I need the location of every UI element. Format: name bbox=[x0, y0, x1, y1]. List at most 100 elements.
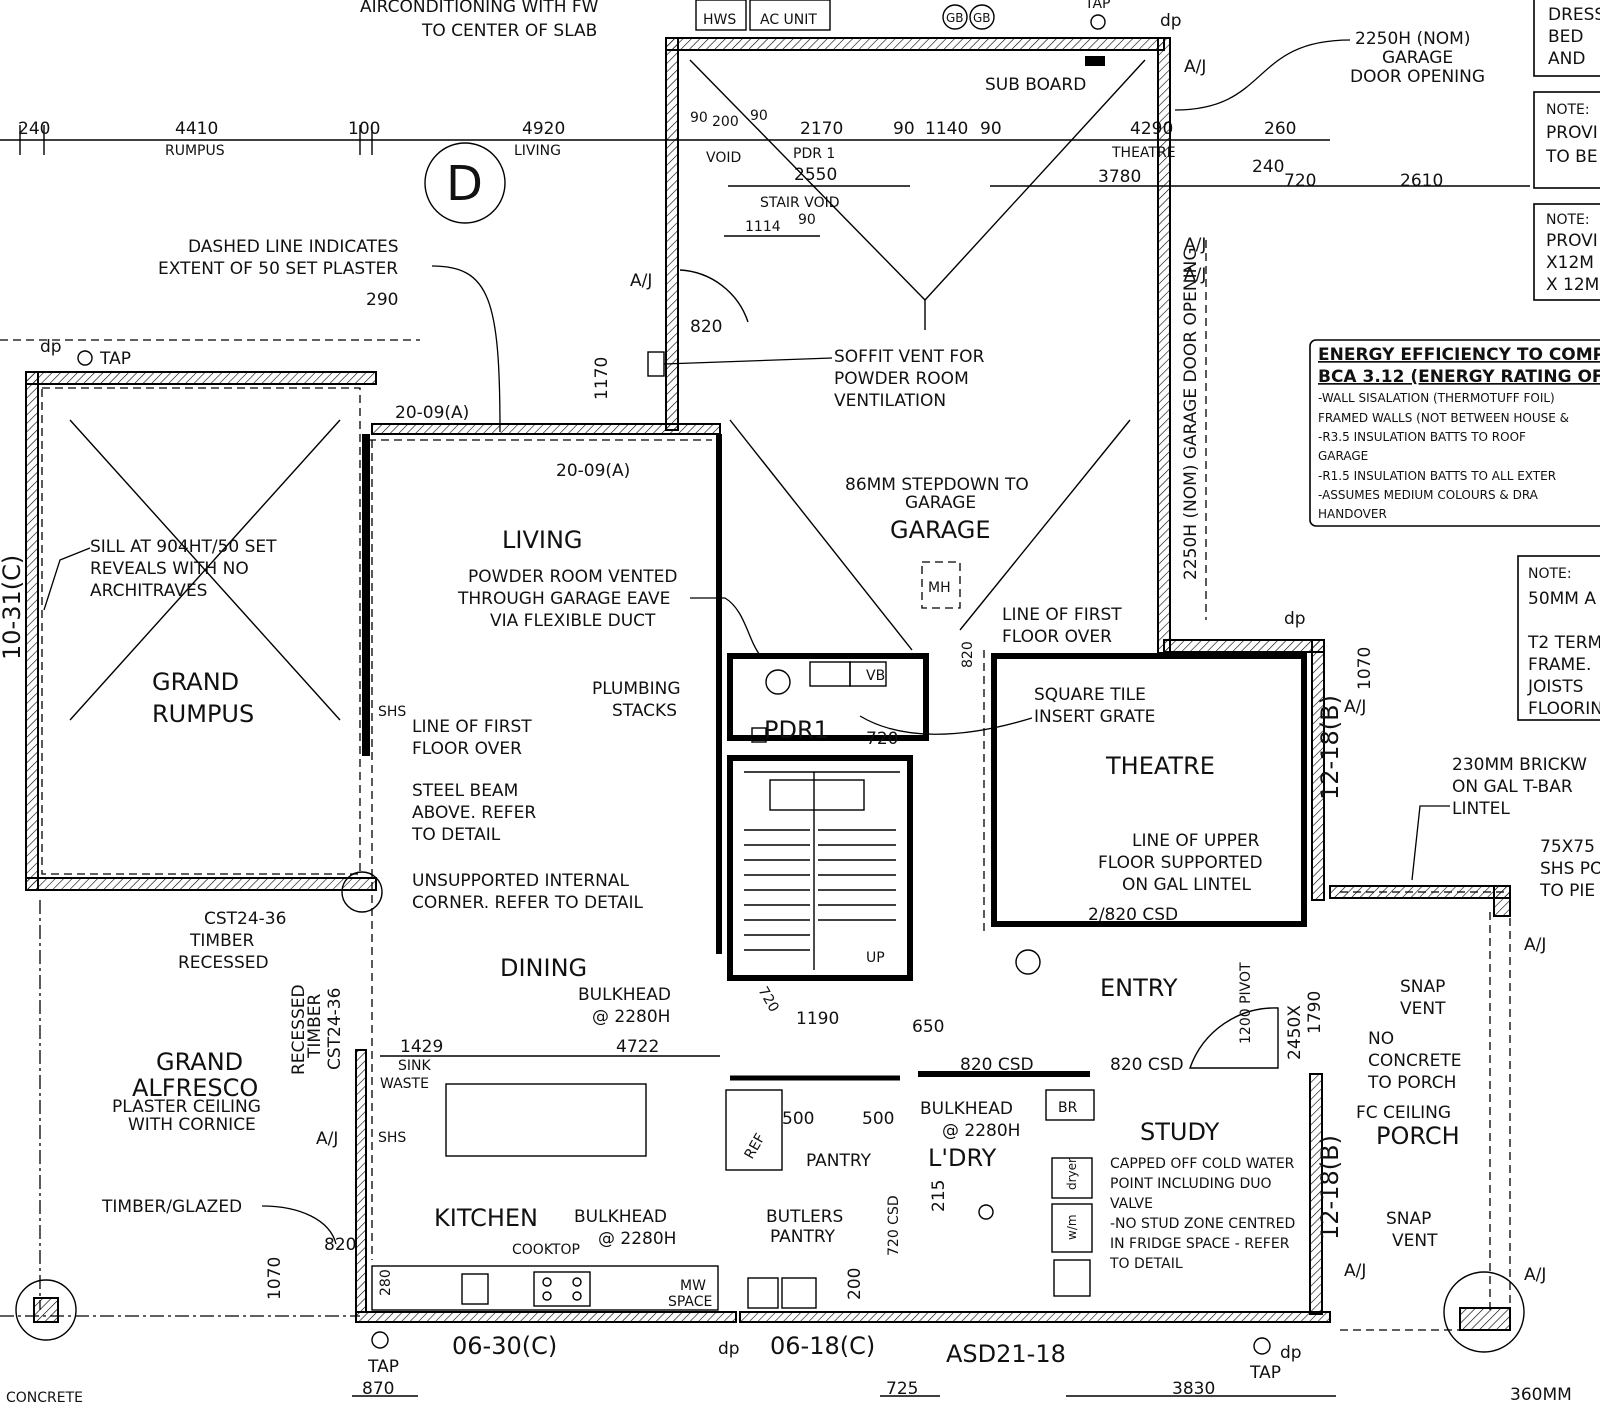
gas-bottle-label: GB bbox=[946, 11, 964, 25]
window-code-12-18b-2: 12-18(B) bbox=[1316, 1135, 1344, 1240]
aj-label: A/J bbox=[1524, 1265, 1546, 1285]
pivot-door-label: 1200 PIVOT bbox=[1238, 962, 1254, 1044]
timber-glazed-label: TIMBER/GLAZED bbox=[101, 1197, 242, 1217]
pdr1-label: PDR1 bbox=[764, 716, 829, 744]
alfresco-area: CST24-36 TIMBER RECESSED RECESSED TIMBER… bbox=[0, 900, 360, 1406]
dim-500-a: 500 bbox=[782, 1109, 814, 1129]
cooktop-icon bbox=[533, 1271, 591, 1307]
bulkhead-3-line1: BULKHEAD bbox=[920, 1099, 1013, 1119]
steel-beam-note-line2: ABOVE. REFER bbox=[412, 803, 536, 823]
dim-215: 215 bbox=[929, 1180, 949, 1212]
dim-4722: 4722 bbox=[616, 1037, 659, 1057]
snap-vent-2-line1: SNAP bbox=[1386, 1209, 1431, 1229]
mw-space-line1: MW bbox=[680, 1278, 706, 1294]
bulkhead-3-line2: @ 2280H bbox=[942, 1121, 1020, 1141]
shs-label-b: SHS bbox=[378, 1130, 406, 1146]
aj-label: A/J bbox=[1184, 235, 1206, 255]
note-box-1-line3: AND bbox=[1548, 49, 1585, 69]
cooktop-label: COOKTOP bbox=[512, 1242, 580, 1258]
study-note-line2: POINT INCLUDING DUO bbox=[1110, 1176, 1272, 1192]
note-box-3-line1: NOTE: bbox=[1546, 212, 1590, 228]
brickwork-note-line1: 230MM BRICKW bbox=[1452, 755, 1587, 775]
brickwork-note-line3: LINTEL bbox=[1452, 799, 1510, 819]
washer-label: w/m bbox=[1065, 1214, 1079, 1240]
dim-1170: 1170 bbox=[592, 357, 612, 400]
dim-4920: 4920 bbox=[522, 119, 565, 139]
no-concrete-line3: TO PORCH bbox=[1367, 1073, 1456, 1093]
dim-1140: 1140 bbox=[925, 119, 968, 139]
soffit-note-line3: VENTILATION bbox=[834, 391, 946, 411]
steel-beam-note-line3: TO DETAIL bbox=[411, 825, 501, 845]
tap-label: TAP bbox=[99, 349, 131, 369]
sill-note-line3: ARCHITRAVES bbox=[90, 581, 207, 601]
mw-space-line2: SPACE bbox=[668, 1294, 712, 1310]
note-box-4-line7: FLOORIN bbox=[1528, 699, 1600, 719]
hws-label: HWS bbox=[703, 12, 736, 28]
note-box-2 bbox=[1533, 91, 1600, 189]
bulkhead-2-line1: BULKHEAD bbox=[574, 1207, 667, 1227]
pantry-label: PANTRY bbox=[806, 1151, 872, 1171]
unsupported-note-line2: CORNER. REFER TO DETAIL bbox=[412, 893, 644, 913]
soffit-note: SOFFIT VENT FOR POWDER ROOM VENTILATION … bbox=[647, 269, 985, 411]
energy-title-1: ENERGY EFFICIENCY TO COMP bbox=[1318, 345, 1600, 365]
dim-200-b: 200 bbox=[845, 1268, 865, 1300]
tap-icon bbox=[77, 350, 93, 366]
brickwork-note-line2: ON GAL T-BAR bbox=[1452, 777, 1573, 797]
snap-vent-2-line2: VENT bbox=[1392, 1231, 1438, 1251]
hws-box bbox=[695, 0, 747, 31]
fridge-space bbox=[725, 1089, 783, 1171]
study-note-line5: IN FRIDGE SPACE - REFER bbox=[1110, 1236, 1290, 1252]
dim-260: 260 bbox=[1264, 119, 1296, 139]
door-820-a: 820 bbox=[690, 317, 722, 337]
recessed-vertical-line2: TIMBER bbox=[305, 994, 325, 1059]
dryer-label: dryer bbox=[1065, 1158, 1079, 1190]
dim-280: 280 bbox=[378, 1269, 394, 1296]
concrete-label: CONCRETE bbox=[6, 1390, 83, 1406]
aircon-note-line2: TO CENTER OF SLAB bbox=[421, 21, 597, 41]
living-label: LIVING bbox=[502, 526, 583, 554]
living-area: 20-09(A) 20-09(A) LIVING POWDER ROOM VEN… bbox=[341, 403, 761, 1323]
theatre-label: THEATRE bbox=[1105, 752, 1215, 780]
butlers-sink-icon bbox=[747, 1277, 779, 1309]
snap-vent-1-line2: VENT bbox=[1400, 999, 1446, 1019]
top-strip: AIRCONDITIONING WITH FW TO CENTER OF SLA… bbox=[360, 0, 1182, 41]
garage-door-note: 2250H (NOM) GARAGE DOOR OPENING bbox=[1174, 29, 1485, 111]
recessed-vertical-line3: CST24-36 bbox=[325, 988, 345, 1070]
porch-area: SNAP VENT NO CONCRETE TO PORCH FC CEILIN… bbox=[1329, 755, 1600, 1405]
dim-100: 100 bbox=[348, 119, 380, 139]
grand-rumpus-label-line2: RUMPUS bbox=[152, 700, 254, 728]
tap-label-bottom: TAP bbox=[367, 1357, 399, 1377]
corner-detail-marker bbox=[341, 871, 383, 913]
floor-waste-icon bbox=[978, 1204, 994, 1220]
dim-90-e: 90 bbox=[798, 212, 816, 228]
stair-and-pdr: VB PDR1 720 UP 720 bbox=[727, 641, 976, 1037]
aj-label: A/J bbox=[1344, 697, 1366, 717]
butlers-sink-icon-2 bbox=[781, 1277, 817, 1309]
sub-board-icon bbox=[1085, 56, 1105, 66]
dining-label: DINING bbox=[500, 954, 587, 982]
aj-label: A/J bbox=[1184, 57, 1206, 77]
entry-pivot-door bbox=[1189, 1007, 1279, 1069]
line-first-floor-1-line2: FLOOR OVER bbox=[1002, 627, 1112, 647]
entry-label: ENTRY bbox=[1100, 974, 1178, 1002]
theatre-entry: THEATRE SQUARE TILE INSERT GRATE LINE OF… bbox=[730, 605, 1375, 1081]
line-first-floor-note-line1: LINE OF FIRST bbox=[412, 717, 532, 737]
gas-bottle-icon bbox=[942, 4, 968, 30]
garage-door-note-line3: DOOR OPENING bbox=[1350, 67, 1485, 87]
stair-up-label: UP bbox=[866, 950, 885, 966]
note-box-1 bbox=[1533, 0, 1600, 77]
door-720-b: 720 bbox=[755, 984, 782, 1015]
powder-vent-note-line1: POWDER ROOM VENTED bbox=[468, 567, 677, 587]
line-first-floor-note-line2: FLOOR OVER bbox=[412, 739, 522, 759]
porch-label: PORCH bbox=[1376, 1122, 1460, 1150]
dim-500-b: 500 bbox=[862, 1109, 894, 1129]
downpipe-label-theatre: dp bbox=[1284, 609, 1306, 629]
garage-door-vertical-note: 2250H (NOM) GARAGE DOOR OPENING bbox=[1181, 247, 1201, 580]
tap-label-bottom-2: TAP bbox=[1249, 1363, 1281, 1383]
no-concrete-line2: CONCRETE bbox=[1368, 1051, 1462, 1071]
tap-icon bbox=[1090, 14, 1106, 30]
aj-markers: A/J A/J A/J A/J A/J A/J A/J A/J A/J bbox=[316, 57, 1546, 1285]
kitchen-label: KITCHEN bbox=[434, 1204, 538, 1232]
aj-label: A/J bbox=[1184, 265, 1206, 285]
note-box-2-line2: PROVI bbox=[1546, 123, 1598, 143]
